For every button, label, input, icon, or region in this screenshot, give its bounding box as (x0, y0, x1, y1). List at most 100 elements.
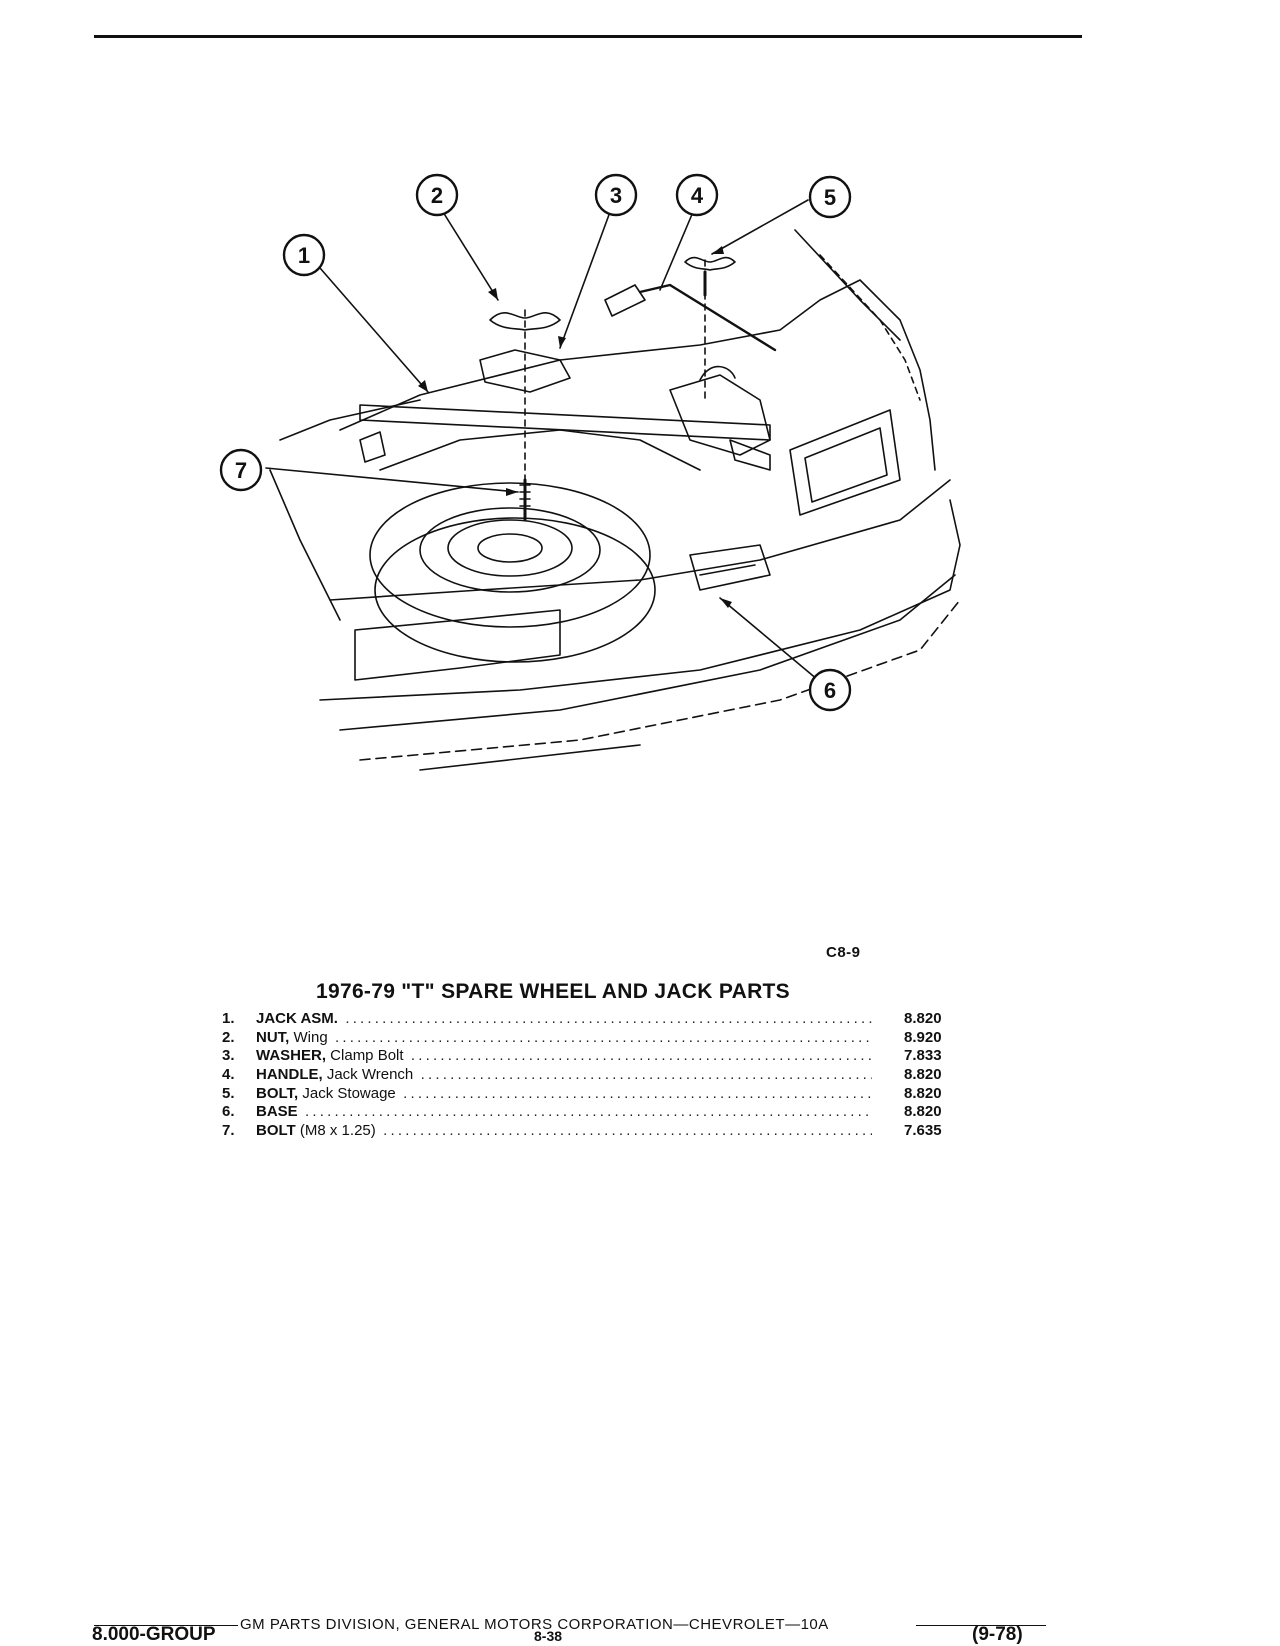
part-row: 6.BASE .................................… (222, 1103, 962, 1122)
leader-dots: ........................................… (410, 1047, 872, 1065)
leader-dots: ........................................… (335, 1028, 872, 1046)
leader-7 (265, 467, 519, 493)
arrow-7 (506, 488, 518, 496)
footer-rule-left (94, 1625, 238, 1626)
body-outline (339, 279, 936, 471)
part-number: 6. (222, 1103, 235, 1121)
wrench-shaft (638, 283, 777, 352)
leader-4 (659, 211, 694, 291)
callout-circle-1 (282, 233, 326, 277)
part-row: 7. BOLT (M8 x 1.25) .....................… (222, 1122, 962, 1141)
part-number: 1. (222, 1010, 235, 1027)
part-code: 8.820 (904, 1084, 942, 1102)
part-code: 7.833 (904, 1047, 942, 1065)
callout-label-7: 7 (235, 458, 247, 483)
part-name: WASHER, (256, 1047, 327, 1065)
wing-nut (489, 311, 561, 331)
leader-6 (719, 597, 819, 681)
part-detail: Jack Stowage (298, 1084, 396, 1102)
part-number: 7. (222, 1122, 235, 1140)
part-description: NUT, Wing ..............................… (256, 1029, 872, 1048)
body-upper-line (794, 229, 901, 341)
tire-rim-inner (447, 519, 573, 577)
leader-1 (319, 267, 429, 393)
arrow-2 (488, 288, 498, 300)
part-description: HANDLE, Jack Wrench ....................… (256, 1066, 872, 1085)
tire-outer-lower (374, 517, 656, 663)
spare-wheel-jack-illustration: 1 2 3 4 5 6 7 (219, 173, 961, 771)
top-rule (94, 35, 1082, 38)
jack-foot (729, 439, 771, 471)
callout-label-4: 4 (691, 183, 704, 208)
part-name: BOLT (256, 1122, 296, 1140)
callout-label-3: 3 (610, 183, 622, 208)
part-number: 2. (222, 1028, 235, 1046)
callout-circle-6 (808, 668, 852, 712)
part-detail: Wing (289, 1028, 328, 1046)
arrow-1 (418, 380, 428, 392)
parts-list: 1. JACK ASM. ............................… (222, 1010, 962, 1141)
part-detail: (M8 x 1.25) (295, 1122, 376, 1140)
part-row: 4. HANDLE, Jack Wrench ..................… (222, 1066, 962, 1085)
leader-5 (711, 199, 809, 255)
callout-label-1: 1 (298, 243, 310, 268)
trunk-rear-edge (329, 479, 951, 601)
part-description: BOLT, Jack Stowage .....................… (256, 1085, 872, 1104)
leader-dots: ........................................… (383, 1122, 872, 1140)
part-row: 1. JACK ASM. ............................… (222, 1010, 962, 1029)
tire-outer (369, 482, 651, 628)
bumper-mid (339, 574, 956, 731)
taillight-right-inner (804, 427, 888, 503)
part-detail: Jack Wrench (322, 1066, 414, 1084)
jack-head (669, 374, 771, 456)
bumper-bottom (359, 599, 961, 761)
jack-top (699, 365, 736, 381)
bracket-left (359, 431, 386, 463)
leader-2 (442, 211, 499, 301)
part-code: 8.820 (904, 1066, 942, 1084)
part-row: 2. NUT, Wing ............................… (222, 1029, 962, 1048)
callout-label-2: 2 (431, 183, 443, 208)
leader-3 (559, 211, 611, 349)
clamp-washer (479, 349, 571, 393)
taillight-left (354, 609, 561, 681)
bolt-7-thread (519, 484, 531, 507)
jack-base-slot (699, 564, 756, 576)
bumper-top (319, 499, 961, 701)
parts-title: 1976-79 "T" SPARE WHEEL AND JACK PARTS (316, 980, 790, 1003)
bumper-under (419, 744, 641, 771)
deck-line (819, 254, 921, 401)
part-code: 8.920 (904, 1028, 942, 1046)
tire-rim (419, 507, 601, 593)
wrench-socket (604, 284, 646, 317)
jack-bar (359, 404, 771, 441)
part-number: 4. (222, 1066, 235, 1084)
jack-base-part (689, 544, 771, 591)
taillight-right (789, 409, 901, 516)
part-row: 3.WASHER, Clamp Bolt ...................… (222, 1047, 962, 1066)
arrow-3 (558, 336, 566, 348)
part-code: 7.635 (904, 1122, 942, 1140)
part-row: 5. BOLT, Jack Stowage ...................… (222, 1085, 962, 1104)
part-description: JACK ASM. ..............................… (256, 1010, 872, 1029)
leader-dots: ........................................… (345, 1010, 872, 1027)
bolt-5-head (684, 256, 736, 271)
part-name: NUT, (256, 1028, 290, 1046)
part-name: HANDLE, (256, 1066, 323, 1084)
trunk-lip (279, 399, 421, 441)
callout-label-6: 6 (824, 678, 836, 703)
callout-circle-2 (415, 173, 459, 217)
callout-circle-4 (675, 173, 719, 217)
leader-dots: ........................................… (403, 1084, 872, 1102)
part-name: BOLT, (256, 1084, 299, 1102)
part-number: 5. (222, 1084, 235, 1102)
callout-label-5: 5 (824, 185, 836, 210)
part-description: BOLT (M8 x 1.25) .......................… (256, 1122, 872, 1141)
arrow-6 (720, 598, 732, 608)
leader-dots: ........................................… (420, 1066, 872, 1084)
callout-circle-5 (808, 175, 852, 219)
footer-division: GM PARTS DIVISION, GENERAL MOTORS CORPOR… (240, 1616, 829, 1633)
footer-rule-right (916, 1625, 1046, 1626)
callout-circle-7 (219, 448, 263, 492)
footer-line: GM PARTS DIVISION, GENERAL MOTORS CORPOR… (94, 1614, 1046, 1634)
